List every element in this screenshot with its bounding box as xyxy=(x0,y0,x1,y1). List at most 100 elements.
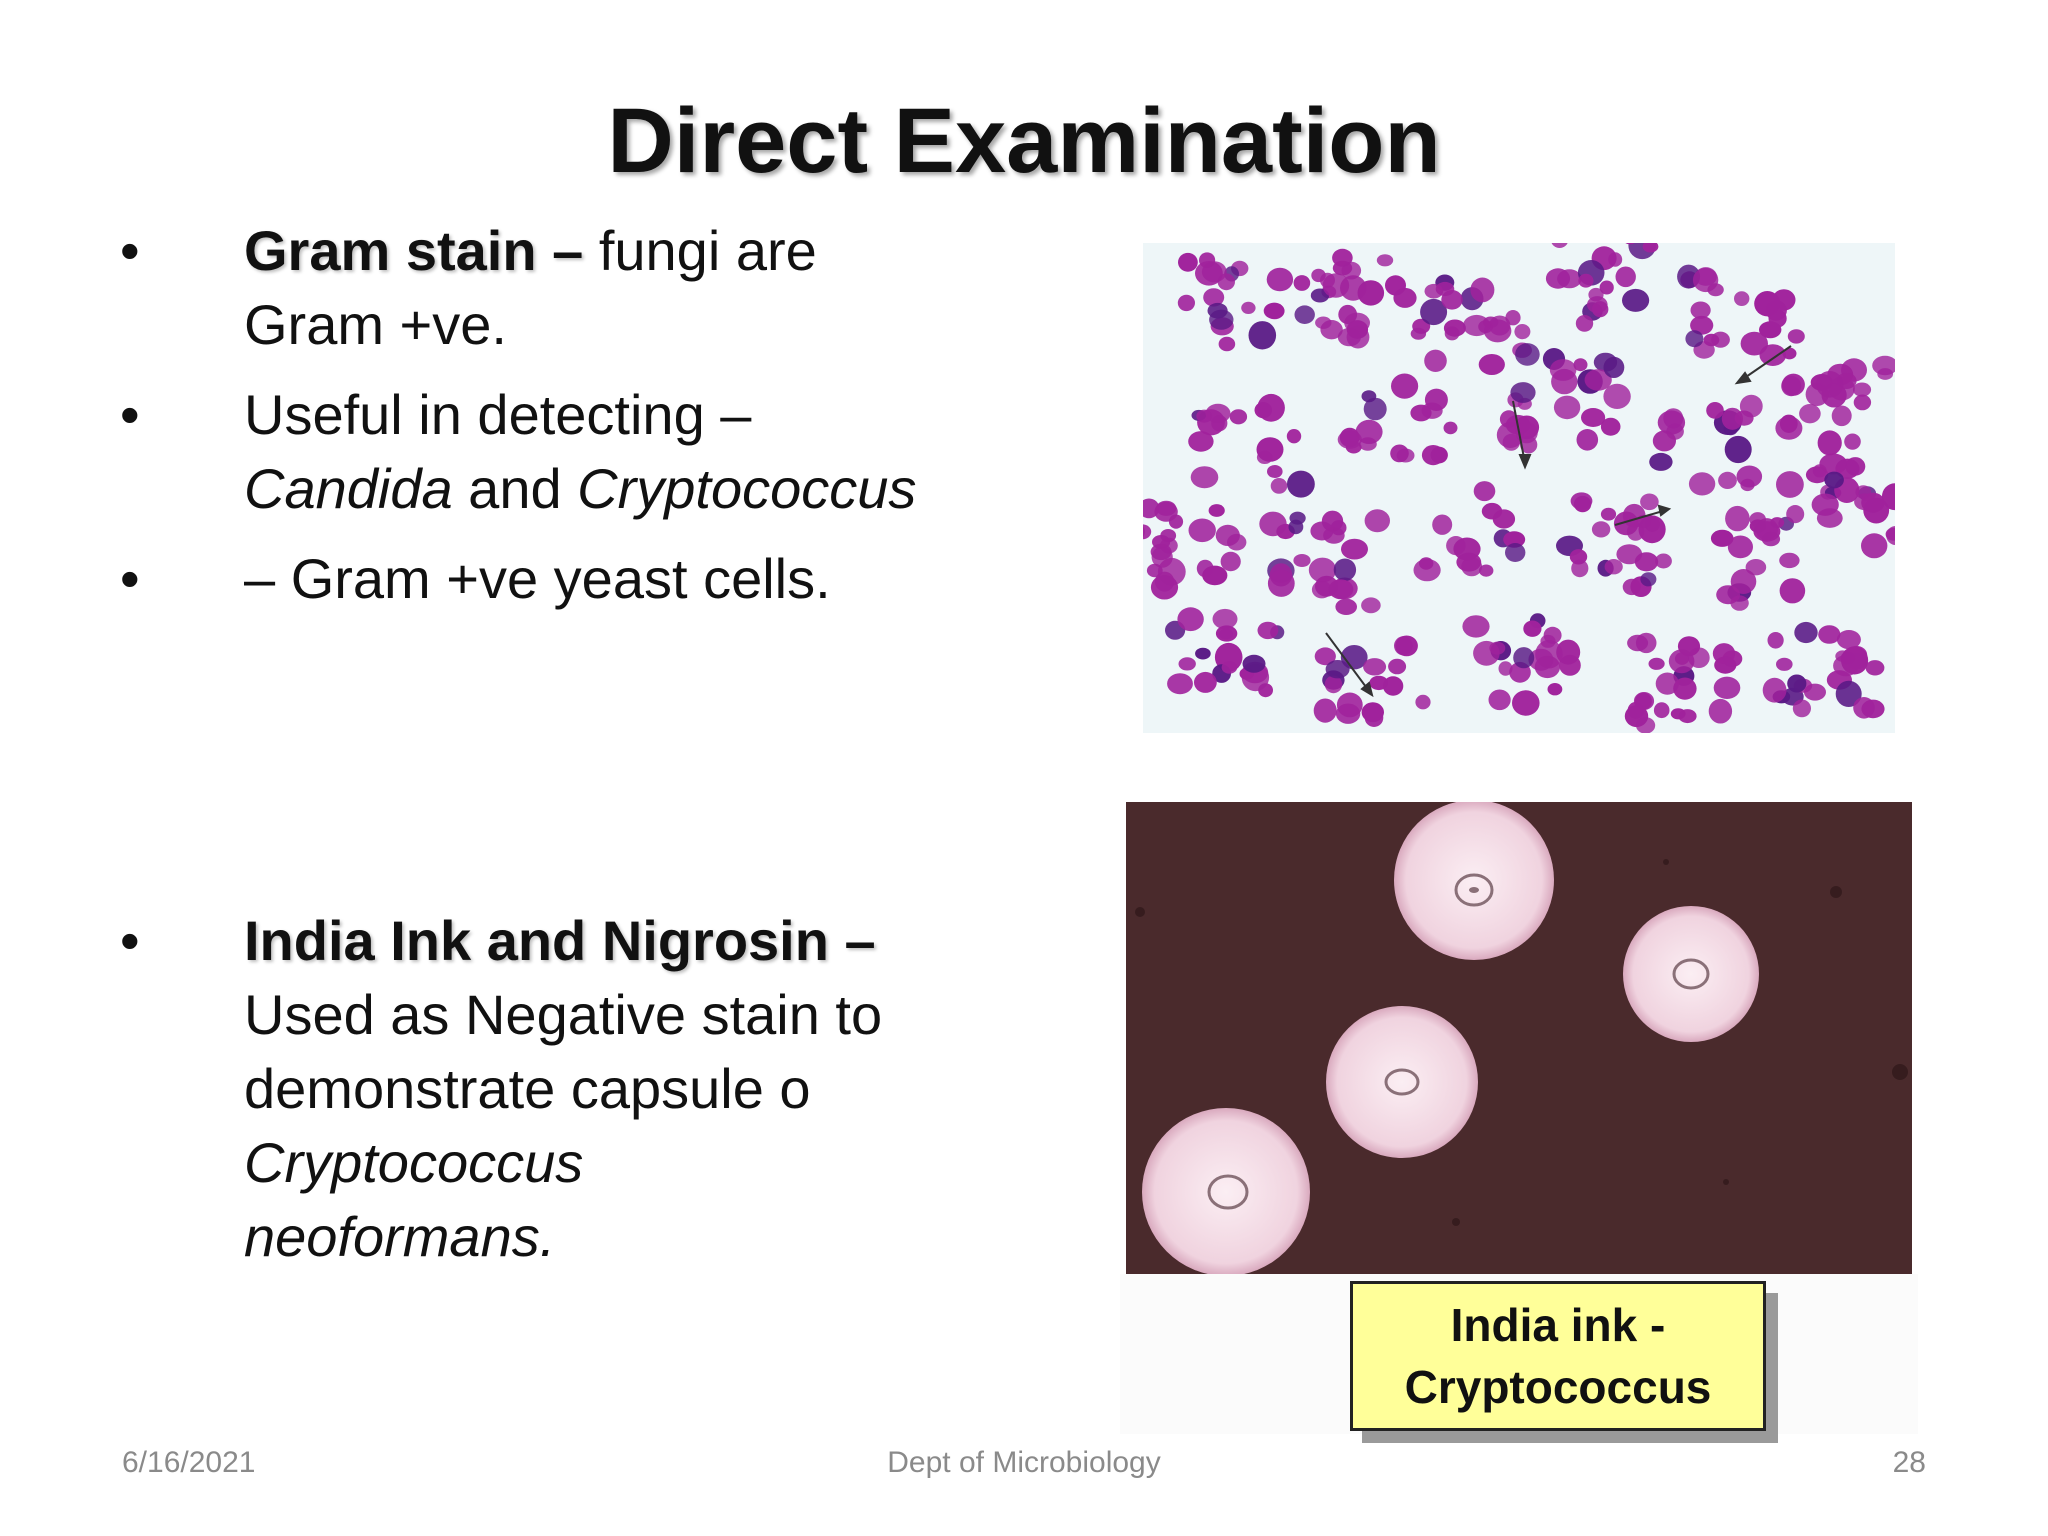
yeast-cell xyxy=(1177,607,1204,632)
yeast-cell xyxy=(1311,268,1326,283)
yeast-cell xyxy=(1337,430,1362,449)
bullet-marker: • xyxy=(120,547,140,610)
yeast-cell xyxy=(1787,674,1807,693)
yeast-cell xyxy=(1160,537,1178,554)
yeast-cell xyxy=(1333,558,1357,582)
yeast-cell xyxy=(1636,717,1656,733)
yeast-cell xyxy=(1786,505,1805,524)
yeast-cell xyxy=(1713,676,1741,699)
yeast-cell xyxy=(1332,260,1353,276)
yeast-cell xyxy=(1336,692,1363,718)
yeast-cell xyxy=(1811,493,1839,516)
yeast-cell xyxy=(1364,509,1390,533)
yeast-cell xyxy=(1592,301,1609,318)
yeast-cell xyxy=(1816,371,1844,398)
yeast-cell xyxy=(1310,521,1334,541)
yeast-cell xyxy=(1394,636,1413,656)
organism-candida: Candida xyxy=(244,457,453,520)
yeast-cell xyxy=(1488,689,1511,711)
yeast-cell xyxy=(1479,564,1494,577)
yeast-cell xyxy=(1286,429,1302,444)
yeast-cell xyxy=(1242,654,1266,673)
yeast-cell xyxy=(1361,597,1381,614)
organism-species: neoformans. xyxy=(244,1205,556,1268)
yeast-cell xyxy=(1325,660,1350,679)
bullet-line-3: demonstrate capsule o xyxy=(244,1057,811,1120)
yeast-cell xyxy=(1703,333,1720,347)
yeast-cell xyxy=(1178,657,1196,671)
india-ink-image xyxy=(1126,802,1912,1274)
yeast-cell xyxy=(1388,658,1407,675)
pointer-arrows xyxy=(1325,345,1792,698)
yeast-cell xyxy=(1805,466,1829,484)
yeast-cell xyxy=(1219,628,1234,640)
top-bullet-list: • Gram stain – fungi are Gram +ve. • Use… xyxy=(120,214,1020,616)
yeast-cell xyxy=(1655,672,1679,695)
yeast-cell xyxy=(1505,310,1521,326)
yeast-cell xyxy=(1824,471,1844,489)
yeast-cell xyxy=(1248,321,1277,350)
yeast-cell xyxy=(1603,356,1625,378)
bullet-marker: • xyxy=(120,219,140,282)
yeast-cell xyxy=(1745,559,1767,576)
yeast-cell xyxy=(1314,647,1336,666)
bullet-strong-text: Gram stain – xyxy=(244,219,584,282)
yeast-cell xyxy=(1792,699,1811,718)
yeast-cell xyxy=(1690,315,1714,335)
yeast-cell xyxy=(1553,395,1581,420)
yeast-cell xyxy=(1515,343,1540,366)
yeast-cell xyxy=(1622,288,1650,312)
yeast-cell xyxy=(1218,336,1236,352)
yeast-cell xyxy=(1865,660,1885,676)
yeast-cell xyxy=(1470,277,1495,303)
yeast-cell xyxy=(1569,549,1588,565)
yeast-cell xyxy=(1576,429,1599,451)
yeast-cell xyxy=(1150,575,1179,600)
yeast-cell xyxy=(1721,407,1743,430)
yeast-cell xyxy=(1765,300,1787,321)
yeast-cell xyxy=(1759,321,1782,339)
yeast-cell xyxy=(1799,404,1821,424)
yeast-cell xyxy=(1599,280,1614,295)
yeast-cell xyxy=(1294,305,1315,324)
yeast-cell xyxy=(1770,517,1785,529)
yeast-cell xyxy=(1584,369,1612,391)
yeast-cell xyxy=(1730,569,1757,594)
bottom-bullet-list: • India Ink and Nigrosin – Used as Negat… xyxy=(120,904,1020,1274)
yeast-cell xyxy=(1739,394,1763,418)
yeast-cell xyxy=(1762,677,1787,703)
yeast-cell xyxy=(1203,288,1225,307)
yeast-cell xyxy=(1229,409,1248,425)
yeast-cell xyxy=(1267,465,1283,478)
yeast-cell xyxy=(1648,657,1665,670)
yeast-cell xyxy=(1886,525,1895,546)
yeast-cell xyxy=(1512,690,1540,716)
yeast-cell xyxy=(1259,511,1287,537)
yeast-cell xyxy=(1478,354,1505,375)
yeast-cell xyxy=(1543,626,1562,644)
yeast-cell xyxy=(1419,557,1434,570)
yeast-cell xyxy=(1779,552,1800,569)
yeast-cell xyxy=(1730,595,1749,611)
yeast-cell xyxy=(1194,671,1217,693)
yeast-cell xyxy=(1453,537,1481,561)
yeast-cell xyxy=(1608,252,1623,267)
yeast-cell xyxy=(1740,331,1768,356)
yeast-cell xyxy=(1708,698,1733,724)
yeast-cell xyxy=(1663,408,1684,429)
yeast-cell xyxy=(1600,417,1621,436)
yeast-cell xyxy=(1570,492,1593,510)
bullet-line-2: Used as Negative stain to xyxy=(244,983,883,1046)
yeast-cell xyxy=(1638,515,1666,544)
gram-stain-image xyxy=(1143,243,1895,733)
yeast-cell xyxy=(1734,291,1750,306)
yeast-cell xyxy=(1622,578,1641,596)
yeast-cell xyxy=(1190,466,1219,489)
yeast-cell xyxy=(1505,543,1526,562)
yeast-cell xyxy=(1528,648,1554,671)
capsule-1 xyxy=(1394,802,1554,960)
yeast-cell xyxy=(1257,393,1285,422)
yeast-cell xyxy=(1270,478,1288,494)
yeast-cell xyxy=(1330,520,1347,536)
